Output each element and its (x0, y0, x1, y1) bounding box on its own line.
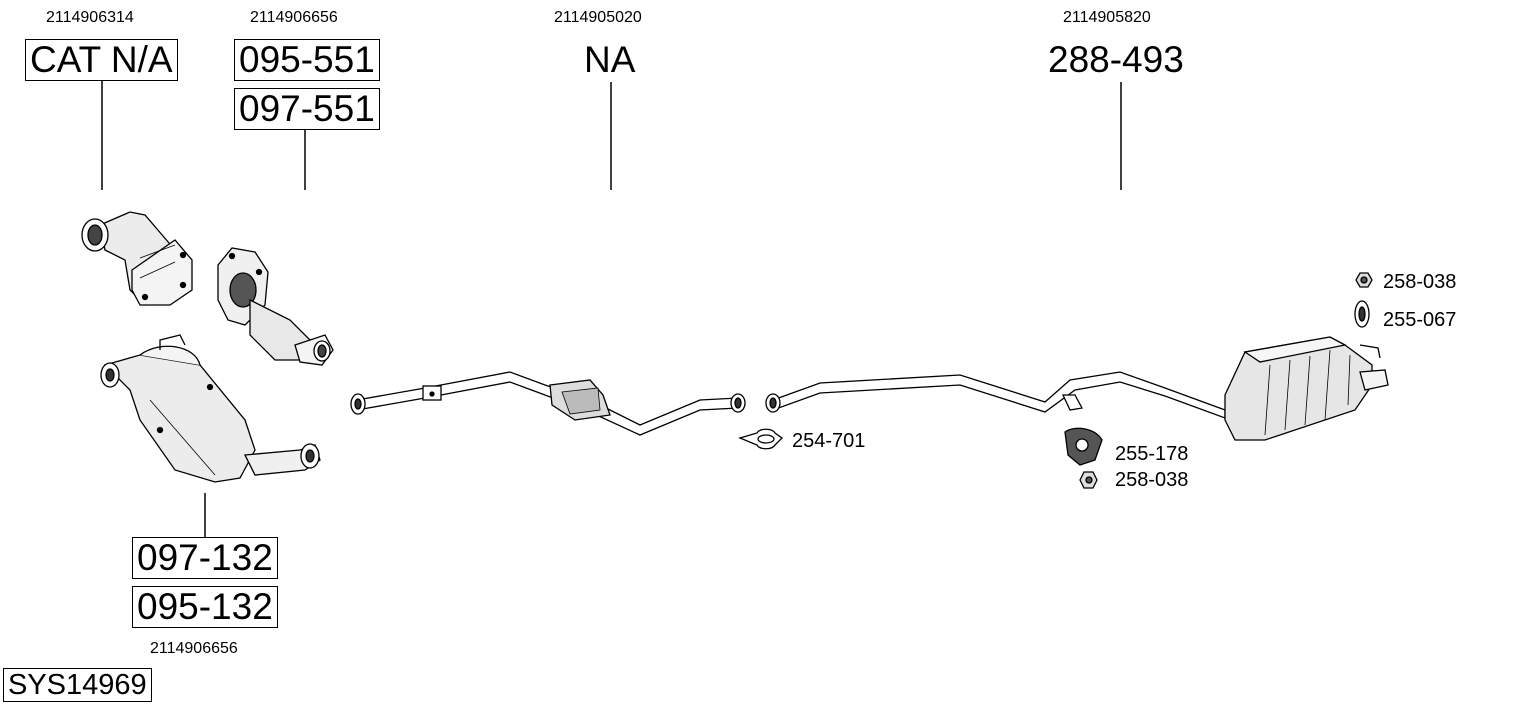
part-code: 095-551 (234, 39, 380, 81)
oem-number: 2114906656 (250, 9, 338, 26)
part-code: 095-132 (132, 586, 278, 628)
rear-silencer-part (1224, 336, 1389, 441)
front-pipe-part (350, 371, 746, 436)
particulate-filter-part (217, 247, 334, 366)
part-code: 097-551 (234, 88, 380, 130)
centre-pipe-part (765, 371, 1226, 419)
nut-part (1079, 471, 1098, 489)
part-code: CAT N/A (25, 39, 178, 81)
oem-number: 2114905020 (554, 9, 642, 26)
part-code: 288-493 (1048, 39, 1184, 80)
particulate-filter-part (100, 334, 321, 483)
part-code: NA (584, 39, 636, 80)
system-id: SYS14969 (3, 668, 152, 702)
rubber-mount-part (1354, 300, 1370, 328)
oem-number: 2114906656 (150, 640, 238, 657)
catalytic-converter-part (81, 211, 193, 306)
hardware-code: 255-067 (1383, 309, 1457, 331)
nut-part (1355, 272, 1373, 288)
oem-number: 2114905820 (1063, 9, 1151, 26)
oem-number: 2114906314 (46, 9, 134, 26)
hardware-code: 258-038 (1115, 469, 1189, 491)
hardware-code: 255-178 (1115, 443, 1189, 465)
hardware-code: 254-701 (792, 430, 866, 452)
rubber-mount-part (1064, 427, 1103, 466)
hardware-code: 258-038 (1383, 271, 1457, 293)
part-code: 097-132 (132, 537, 278, 579)
clamp-part (738, 428, 784, 450)
